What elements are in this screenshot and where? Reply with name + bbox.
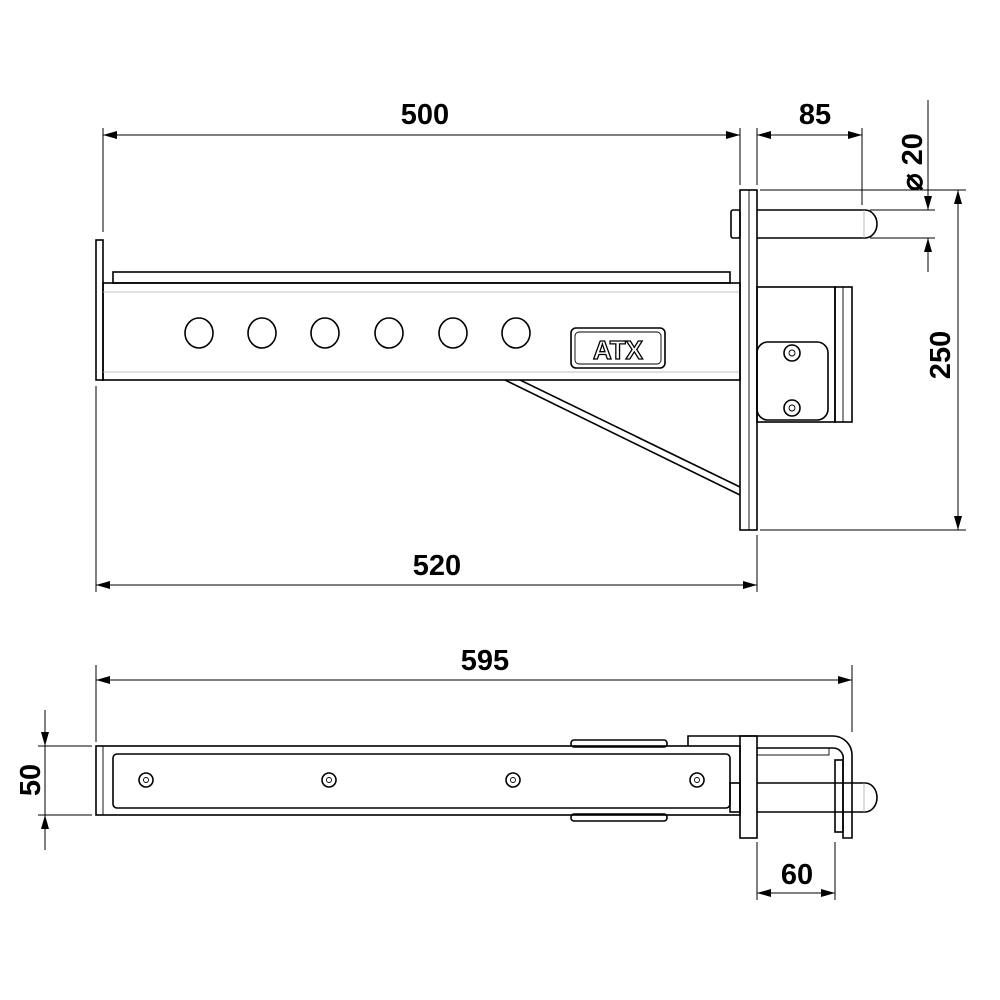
dim-label-bracket-gap: 60	[781, 859, 813, 891]
dim-label-pin-diameter: ⌀ 20	[897, 133, 929, 191]
pin-nub	[730, 209, 741, 239]
pin	[757, 209, 878, 239]
hole	[247, 317, 277, 349]
hole	[184, 317, 214, 349]
bolt-icon	[505, 772, 521, 788]
svg-text:ATX: ATX	[593, 335, 644, 365]
dim-label-total-length: 595	[461, 645, 509, 677]
bracket-plate	[834, 286, 853, 423]
arm-lip	[112, 753, 731, 809]
arm-body	[95, 745, 741, 816]
arm-tube	[102, 282, 741, 381]
bracket-top	[687, 735, 853, 839]
atx-logo: ATX	[570, 327, 666, 369]
arm-end-plate	[95, 239, 104, 381]
arm-top-lip	[112, 271, 731, 284]
arm-holes	[184, 317, 531, 349]
hole	[501, 317, 531, 349]
dim-label-total-depth: 520	[413, 550, 461, 582]
bracket-cover	[756, 341, 829, 421]
gusset	[504, 379, 741, 496]
bolt-icon	[138, 772, 154, 788]
pad-bottom	[570, 813, 668, 822]
top-view: 595 50 60	[15, 645, 878, 900]
bracket-inner-plate	[834, 759, 844, 833]
hole	[310, 317, 340, 349]
dim-label-plate-height: 250	[925, 331, 957, 379]
pad-top	[570, 739, 668, 748]
pin	[757, 782, 878, 813]
dim-label-arm-length: 500	[401, 99, 449, 131]
mounting-plate	[739, 735, 758, 839]
pin-nub	[729, 782, 741, 813]
bolt-icon	[321, 772, 337, 788]
side-view: ATX 500 85 ⌀ 20 250 520	[95, 99, 966, 592]
bolt-icon	[689, 772, 705, 788]
mounting-plate	[739, 189, 758, 531]
bolt-icon	[783, 399, 801, 417]
hole	[438, 317, 468, 349]
dim-label-width: 50	[15, 764, 47, 796]
bolt-icon	[783, 344, 801, 362]
dim-label-pin-length: 85	[799, 99, 831, 131]
hole	[374, 317, 404, 349]
